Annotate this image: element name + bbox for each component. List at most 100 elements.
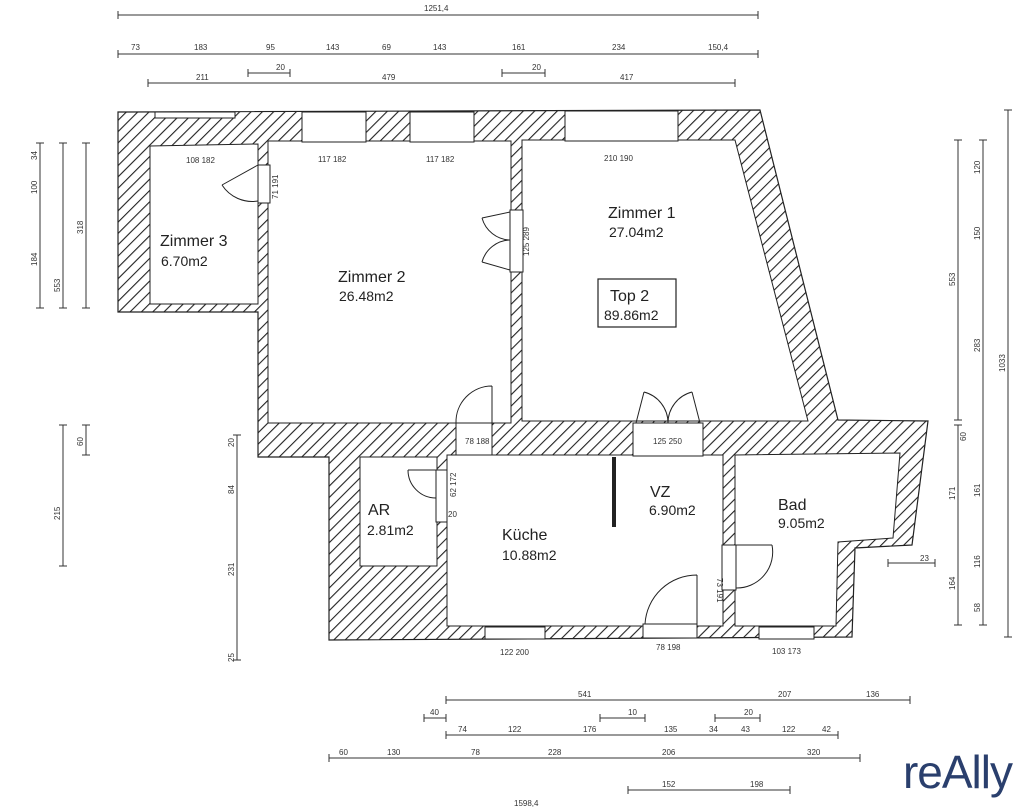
dim-text: 541: [578, 690, 592, 699]
window: [154, 111, 236, 119]
dim-text: 20: [532, 63, 541, 72]
dim-text: 283: [973, 338, 982, 352]
top-box-frame: [597, 278, 677, 328]
top-dimensions: 1251,4 73 183 95 143 69 143 161 234 150,…: [118, 4, 758, 84]
dim-text: 176: [583, 725, 597, 734]
dim-text: 60: [959, 432, 968, 441]
dim-text: 120: [973, 160, 982, 174]
room-ar-floor: [359, 456, 438, 567]
room-name: VZ: [650, 484, 671, 501]
brand-logo: reAlly: [902, 746, 1013, 798]
dim-text: 553: [948, 272, 957, 286]
door-swing: [455, 385, 493, 424]
dim-text: 211: [196, 73, 209, 82]
dim-text: 122: [508, 725, 522, 734]
left-dimensions: 34 100 184 553 60 215 318 20 84 231 25: [30, 143, 238, 662]
dim-text: 95: [266, 43, 275, 52]
opening-label: 73 191: [715, 578, 724, 603]
dimension-ticks: [36, 11, 1012, 794]
room-kueche-floor: [446, 454, 724, 627]
dim-text-total: 1251,4: [424, 4, 449, 13]
dim-text: 417: [620, 73, 634, 82]
room-area: 9.05m2: [778, 515, 825, 531]
dim-text: 78: [471, 748, 480, 757]
dim-text: 116: [973, 555, 982, 568]
opening-label: 78 188: [465, 437, 490, 446]
dim-text: 152: [662, 780, 676, 789]
bottom-dimensions: 541 207 136 40 10 20 74 122 176 135 34 4…: [329, 690, 910, 808]
dim-text: 234: [612, 43, 626, 52]
room-name: AR: [368, 502, 390, 519]
opening-label: 125 289: [522, 227, 531, 256]
dim-text: 40: [430, 708, 439, 717]
dim-text: 231: [227, 562, 236, 576]
dim-text: 25: [227, 653, 236, 662]
door-opening: [435, 469, 448, 523]
dim-text: 58: [973, 603, 982, 612]
room-name: Bad: [778, 497, 806, 514]
dim-text: 34: [30, 151, 39, 160]
room-name: Zimmer 1: [608, 205, 676, 222]
dim-text: 198: [750, 780, 764, 789]
top-box-title: Top 2: [610, 288, 649, 305]
window: [564, 110, 679, 142]
room-area: 27.04m2: [609, 224, 664, 240]
room-name: Zimmer 2: [338, 269, 406, 286]
dim-text: 161: [973, 483, 982, 497]
dim-text: 20: [276, 63, 285, 72]
dim-text: 183: [194, 43, 208, 52]
opening-label: 62 172: [449, 472, 458, 497]
room-area: 6.90m2: [649, 502, 696, 518]
dim-text: 60: [76, 437, 85, 446]
dim-text: 43: [741, 725, 750, 734]
partition-wall: [612, 457, 616, 527]
dim-text: 479: [382, 73, 396, 82]
dim-text: 69: [382, 43, 391, 52]
dim-text: 73: [131, 43, 140, 52]
top-box-area: 89.86m2: [604, 307, 659, 323]
dim-text: 74: [458, 725, 467, 734]
dim-text: 318: [76, 220, 85, 234]
dim-text: 42: [822, 725, 831, 734]
dim-text: 10: [628, 708, 637, 717]
door-opening: [642, 623, 698, 639]
opening-label: 103 173: [772, 647, 801, 656]
window: [758, 626, 815, 640]
window: [409, 111, 475, 143]
room-name: Zimmer 3: [160, 233, 228, 250]
dim-text: 143: [326, 43, 340, 52]
dim-text: 135: [664, 725, 678, 734]
dim-text: 84: [227, 485, 236, 494]
dim-text: 215: [53, 506, 62, 520]
dim-text: 100: [30, 180, 39, 194]
dim-text: 553: [53, 278, 62, 292]
opening-label: 210 190: [604, 154, 633, 163]
room-labels: Zimmer 3 6.70m2 Zimmer 2 26.48m2 Zimmer …: [160, 205, 825, 563]
window: [484, 626, 546, 640]
opening-label: 20: [448, 510, 457, 519]
dim-text: 184: [30, 252, 39, 266]
dim-text: 164: [948, 576, 957, 590]
dim-text: 143: [433, 43, 447, 52]
opening-label: 117 182: [426, 155, 455, 164]
room-area: 10.88m2: [502, 547, 557, 563]
dim-text: 206: [662, 748, 676, 757]
door-opening: [509, 209, 524, 273]
door-opening: [721, 544, 737, 591]
room-area: 26.48m2: [339, 288, 394, 304]
opening-label: 71 191: [271, 174, 280, 199]
opening-labels: 108 182 117 182 117 182 210 190 71 191 1…: [186, 154, 935, 657]
dim-text-total: 1598,4: [514, 799, 539, 808]
dim-text: 130: [387, 748, 401, 757]
opening-label: 125 250: [653, 437, 682, 446]
opening-label: 78 198: [656, 643, 681, 652]
dim-text: 20: [744, 708, 753, 717]
dim-text: 122: [782, 725, 796, 734]
room-area: 6.70m2: [161, 253, 208, 269]
right-dimensions: 553 60 171 164 120 150 283 161 116 58 10…: [948, 110, 1009, 637]
dim-text: 34: [709, 725, 718, 734]
door-opening: [455, 422, 493, 456]
room-bad-floor: [734, 452, 901, 627]
walls: [117, 109, 929, 641]
dim-text: 150: [973, 226, 982, 240]
